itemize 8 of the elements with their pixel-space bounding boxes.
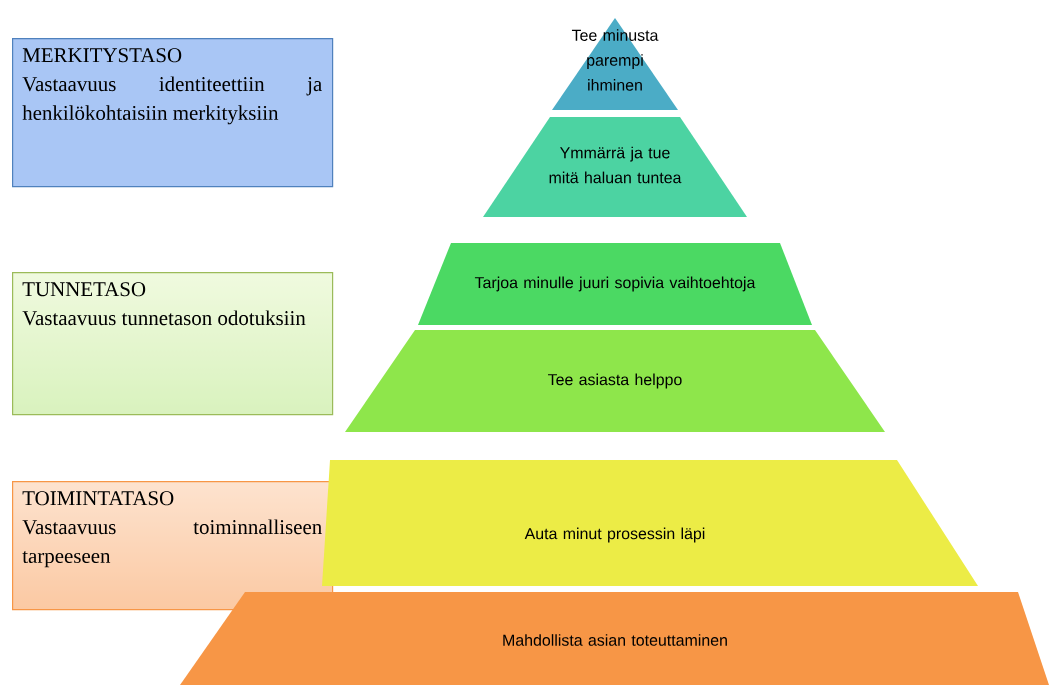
pyramid-level: Tee asiasta helppo bbox=[345, 330, 885, 432]
level-box: MERKITYSTASO Vastaavuus identiteettiin ja henkilökohtaisiin merkityksiin bbox=[12, 38, 334, 188]
level-box: TOIMINTATASO Vastaavuus toiminnalliseen tarpeeseen bbox=[12, 481, 334, 611]
pyramid-level: Auta minut prosessin läpi bbox=[322, 460, 978, 586]
pyramid-level: Tarjoa minulle juuri sopivia vaihtoehtoja bbox=[418, 243, 812, 325]
pyramid-level: Mahdollista asian toteuttaminen bbox=[180, 592, 1049, 685]
level-box: TUNNETASO Vastaavuus tunnetason odotuksiin bbox=[12, 272, 334, 416]
pyramid-level: Ymmärrä ja tue mitä haluan tuntea bbox=[483, 117, 747, 217]
